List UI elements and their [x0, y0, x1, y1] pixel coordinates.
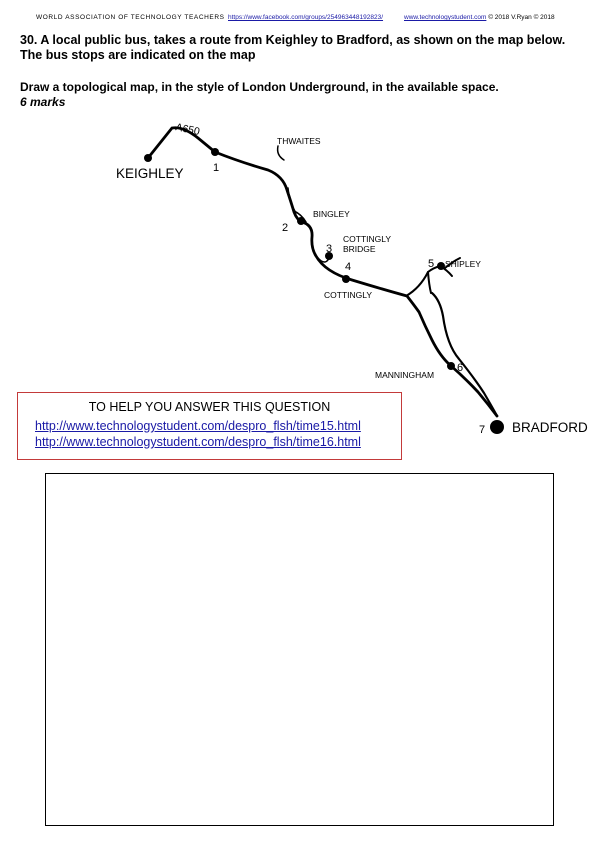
stop-dot-6: [447, 362, 455, 370]
main-road: [146, 126, 499, 418]
place-label-cottingly-bridge-1: COTTINGLY: [343, 234, 391, 244]
help-link-time16[interactable]: http://www.technologystudent.com/despro_…: [35, 435, 361, 449]
stop-number-6: 6: [457, 362, 463, 374]
stop-dot-5: [437, 262, 445, 270]
place-label-shipley: SHIPLEY: [445, 259, 481, 269]
stop-dot-7: [490, 420, 504, 434]
side-road: [444, 257, 461, 269]
question-title: 30. A local public bus, takes a route fr…: [20, 33, 566, 62]
answer-space[interactable]: [45, 473, 554, 826]
stop-dot-3: [325, 252, 333, 260]
road-label: A650: [174, 121, 201, 138]
place-label-manningham: MANNINGHAM: [375, 370, 434, 380]
place-label-cottingly-bridge-2: BRIDGE: [343, 244, 376, 254]
stop-dot-keighley: [144, 154, 152, 162]
stop-dot-2: [297, 217, 305, 225]
place-label-thwaites: THWAITES: [277, 136, 321, 146]
place-label-bingley: BINGLEY: [313, 209, 350, 219]
facebook-link[interactable]: https://www.facebook.com/groups/25496344…: [228, 14, 384, 21]
organisation-name: WORLD ASSOCIATION OF TECHNOLOGY TEACHERS: [36, 14, 225, 21]
stop-number-4: 4: [345, 261, 351, 273]
site-link[interactable]: www.technologystudent.com: [404, 14, 487, 21]
stop-number-5: 5: [428, 258, 434, 270]
place-label-bradford: BRADFORD: [512, 420, 588, 435]
stop-dot-4: [342, 275, 350, 283]
side-road: [430, 291, 498, 416]
marks-label: 6 marks: [20, 95, 66, 109]
side-road: [287, 187, 297, 214]
question-instruction: Draw a topological map, in the style of …: [20, 80, 585, 110]
instruction-text: Draw a topological map, in the style of …: [20, 80, 499, 94]
stop-number-3: 3: [326, 243, 332, 255]
help-link-time15[interactable]: http://www.technologystudent.com/despro_…: [35, 419, 361, 433]
stop-number-2: 2: [282, 222, 288, 234]
stop-number-7: 7: [479, 424, 485, 436]
help-title: TO HELP YOU ANSWER THIS QUESTION: [88, 400, 331, 414]
stop-dot-1: [211, 148, 219, 156]
copyright-text: © 2018 V.Ryan © 2018: [488, 14, 555, 21]
side-road: [276, 145, 285, 161]
side-road: [427, 271, 432, 294]
place-label-cottingly: COTTINGLY: [324, 290, 372, 300]
place-label-keighley: KEIGHLEY: [116, 166, 184, 181]
side-road: [405, 265, 453, 297]
stop-number-1: 1: [213, 162, 219, 174]
help-box: TO HELP YOU ANSWER THIS QUESTION http://…: [17, 392, 402, 460]
route-map: A650 THWAITES KEIGHLEY BINGLEY COTTINGLY…: [116, 121, 588, 436]
site-credit: www.technologystudent.com © 2018 V.Ryan …: [404, 14, 555, 21]
